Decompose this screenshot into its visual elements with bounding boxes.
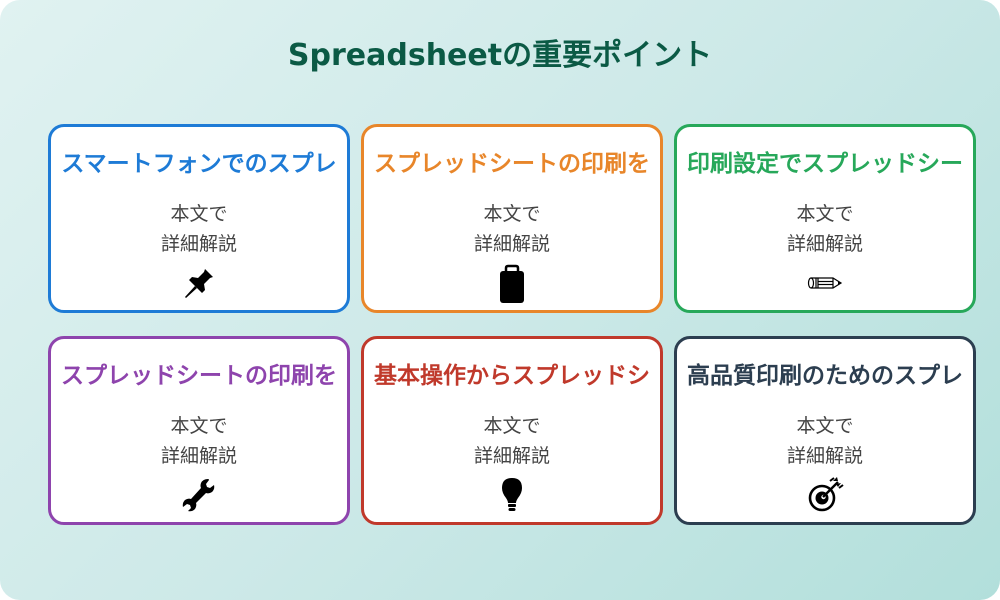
card-smartphone: スマートフォンでのスプレ 本文で 詳細解説 (48, 124, 350, 313)
card-body-line: 詳細解説 (786, 233, 863, 255)
card-title: スマートフォンでのスプレ (61, 151, 337, 177)
card-body: 本文で 詳細解説 (364, 411, 660, 471)
card-body-line: 詳細解説 (786, 445, 863, 467)
card-body-line: 本文で (483, 415, 541, 437)
card-body: 本文で 詳細解説 (51, 411, 347, 471)
card-title: 印刷設定でスプレッドシー (687, 151, 963, 177)
target-icon (805, 475, 845, 515)
card-body: 本文で 詳細解説 (51, 199, 347, 259)
card-title: 基本操作からスプレッドシ (374, 363, 650, 389)
pushpin-icon (179, 263, 219, 303)
card-body: 本文で 詳細解説 (364, 199, 660, 259)
page-title: Spreadsheetの重要ポイント (287, 38, 713, 73)
card-title: 高品質印刷のためのスプレ (687, 363, 963, 389)
card-body-line: 詳細解説 (160, 445, 237, 467)
card-body-line: 本文で (170, 415, 228, 437)
card-body-line: 本文で (170, 203, 228, 225)
card-print-spreadsheet-2: スプレッドシートの印刷を 本文で 詳細解説 (48, 336, 350, 525)
card-body-line: 詳細解説 (160, 233, 237, 255)
card-body-line: 本文で (796, 203, 854, 225)
card-body-line: 詳細解説 (473, 445, 550, 467)
clipboard-icon (492, 263, 532, 303)
card-body-line: 本文で (796, 415, 854, 437)
card-print-settings: 印刷設定でスプレッドシー 本文で 詳細解説 (674, 124, 976, 313)
card-title: スプレッドシートの印刷を (61, 363, 337, 389)
pencil-icon (805, 263, 845, 303)
card-body-line: 本文で (483, 203, 541, 225)
lightbulb-icon (492, 475, 532, 515)
card-high-quality-print: 高品質印刷のためのスプレ 本文で 詳細解説 (674, 336, 976, 525)
card-body: 本文で 詳細解説 (677, 411, 973, 471)
card-body-line: 詳細解説 (473, 233, 550, 255)
card-print-spreadsheet: スプレッドシートの印刷を 本文で 詳細解説 (361, 124, 663, 313)
wrench-icon (179, 475, 219, 515)
card-basic-operations: 基本操作からスプレッドシ 本文で 詳細解説 (361, 336, 663, 525)
card-body: 本文で 詳細解説 (677, 199, 973, 259)
card-title: スプレッドシートの印刷を (374, 151, 650, 177)
